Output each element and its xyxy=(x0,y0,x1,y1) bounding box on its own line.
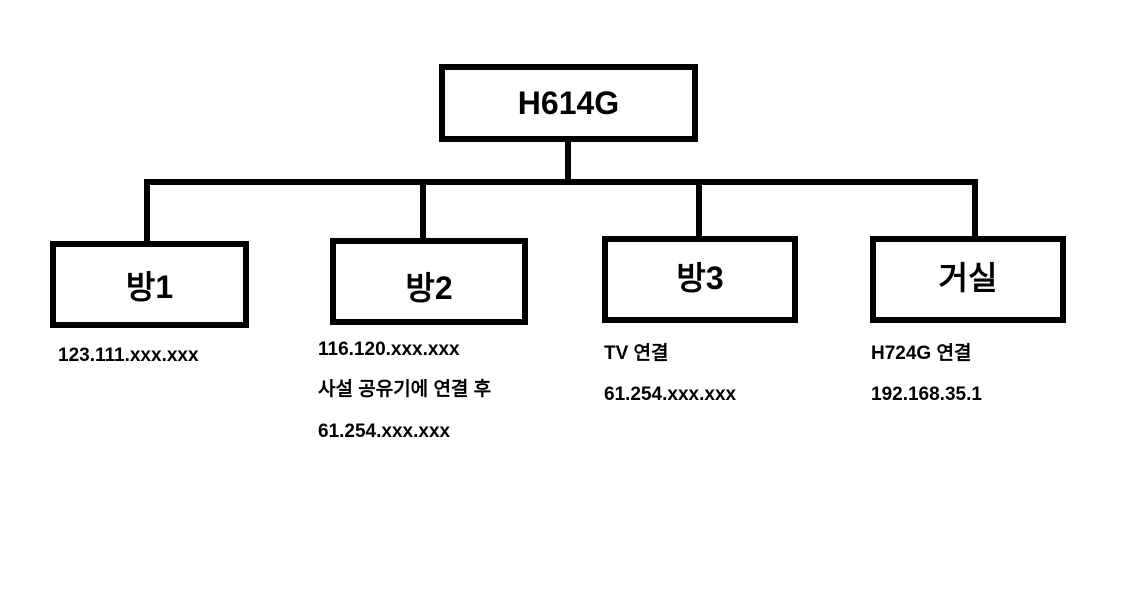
node-room2: 방2 xyxy=(330,238,528,325)
node-label: 거실 xyxy=(938,259,998,296)
node-room1: 방1 xyxy=(50,241,249,328)
room3-note: 61.254.xxx.xxx xyxy=(604,384,737,405)
node-label: 방2 xyxy=(405,269,453,306)
room2-note: 116.120.xxx.xxx xyxy=(318,339,460,360)
root-node-h614g: H614G xyxy=(439,64,698,142)
living-room-note: H724G 연결 xyxy=(871,343,972,364)
node-room3: 방3 xyxy=(602,236,798,323)
room2-note: 61.254.xxx.xxx xyxy=(318,421,451,442)
room2-note: 사설 공유기에 연결 후 xyxy=(318,379,492,400)
root-label: H614G xyxy=(517,84,620,121)
room1-note: 123.111.xxx.xxx xyxy=(58,345,199,366)
node-label: 방1 xyxy=(125,268,174,305)
node-living-room: 거실 xyxy=(870,236,1066,323)
living-room-note: 192.168.35.1 xyxy=(871,384,982,405)
room3-note: TV 연결 xyxy=(604,343,669,364)
node-label: 방3 xyxy=(676,259,724,296)
